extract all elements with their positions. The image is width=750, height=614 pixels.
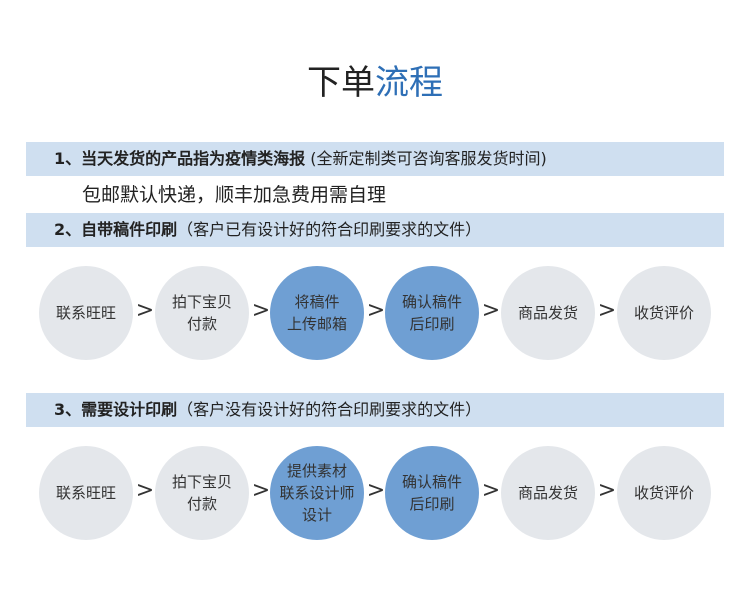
step-label: 确认稿件 [401,293,462,311]
step-label: 付款 [186,495,217,513]
section2-heading: 2、自带稿件印刷 [54,220,178,239]
step-label: 拍下宝贝 [171,293,232,311]
step-label: 联系旺旺 [55,484,116,502]
step-label: 上传邮箱 [286,315,347,333]
step-label: 收货评价 [633,304,694,322]
section2-header: 2、自带稿件印刷（客户已有设计好的符合印刷要求的文件） [26,213,724,247]
page-title: 下单流程 [0,55,750,104]
step-circle: 收货评价 [617,266,711,360]
step-circle: 联系旺旺 [39,446,133,540]
step-label: 后印刷 [409,315,455,333]
title-part1: 下单 [307,63,375,103]
chevron-right-icon: > [251,298,271,323]
step-circle: 收货评价 [617,446,711,540]
step-label: 确认稿件 [401,473,462,491]
step-label: 商品发货 [517,304,578,322]
section1-header: 1、当天发货的产品指为疫情类海报 (全新定制类可咨询客服发货时间) [26,142,724,176]
chevron-right-icon: > [251,478,271,503]
chevron-right-icon: > [135,478,155,503]
step-circle: 商品发货 [501,266,595,360]
chevron-right-icon: > [597,478,617,503]
chevron-right-icon: > [481,478,501,503]
step-circle: 确认稿件后印刷 [385,446,479,540]
step-label: 收货评价 [633,484,694,502]
chevron-right-icon: > [597,298,617,323]
section3-note: （客户没有设计好的符合印刷要求的文件） [177,400,482,419]
step-label: 付款 [186,315,217,333]
step-label: 提供素材 [286,462,347,480]
step-label: 拍下宝贝 [171,473,232,491]
chevron-right-icon: > [366,478,386,503]
step-label: 设计 [301,506,332,524]
section3-header: 3、需要设计印刷（客户没有设计好的符合印刷要求的文件） [26,393,724,427]
section3-heading: 3、需要设计印刷 [54,400,178,419]
step-circle: 联系旺旺 [39,266,133,360]
step-circle: 确认稿件后印刷 [385,266,479,360]
step-circle: 拍下宝贝付款 [155,266,249,360]
step-label: 将稿件 [294,293,340,311]
section1-heading: 1、当天发货的产品指为疫情类海报 [54,149,306,168]
title-part2: 流程 [375,63,443,103]
step-circle: 提供素材联系设计师设计 [270,446,364,540]
step-circle: 将稿件上传邮箱 [270,266,364,360]
section2-note: （客户已有设计好的符合印刷要求的文件） [177,220,482,239]
step-circle: 拍下宝贝付款 [155,446,249,540]
step-label: 联系设计师 [279,484,355,502]
step-label: 商品发货 [517,484,578,502]
step-circle: 商品发货 [501,446,595,540]
section1-note: (全新定制类可咨询客服发货时间) [310,149,547,168]
chevron-right-icon: > [481,298,501,323]
step-label: 联系旺旺 [55,304,116,322]
chevron-right-icon: > [135,298,155,323]
chevron-right-icon: > [366,298,386,323]
section1-sub: 包邮默认快递，顺丰加急费用需自理 [82,184,387,206]
step-label: 后印刷 [409,495,455,513]
